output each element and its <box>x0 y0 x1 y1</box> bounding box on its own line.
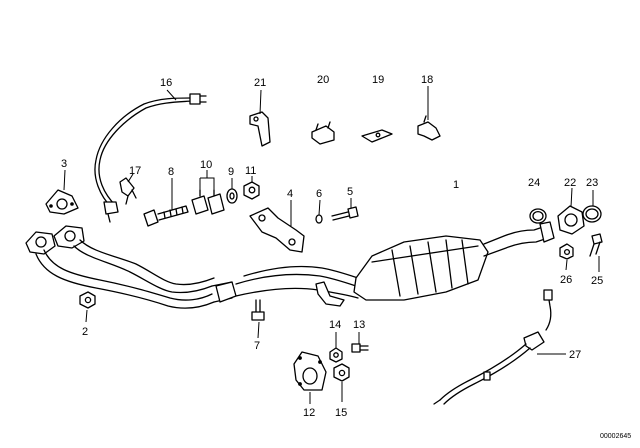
label-21: 21 <box>254 77 266 89</box>
part-3-gasket <box>45 189 79 215</box>
label-27: 27 <box>569 349 581 361</box>
label-11: 11 <box>245 165 256 177</box>
part-2-nut <box>79 291 96 309</box>
part-15-nut <box>333 363 350 382</box>
part-26-nut <box>559 243 574 260</box>
converter-rib-4 <box>445 239 453 289</box>
label-23: 23 <box>586 177 598 189</box>
part-5-bolt <box>331 206 359 221</box>
mid-pipe-upper-b <box>243 265 359 279</box>
rear-pipe-end <box>539 221 555 243</box>
label-9: 9 <box>228 166 234 178</box>
part-13-bolt <box>351 343 369 353</box>
label-17: 17 <box>129 165 141 177</box>
part-16-oxygen-sensor <box>94 93 207 223</box>
converter-rib-1 <box>391 249 401 297</box>
part-25-bolt <box>589 233 603 257</box>
mid-pipe-lower <box>235 287 359 299</box>
converter-rib-5 <box>461 239 469 285</box>
part-19-plate <box>361 129 393 143</box>
drawing-code: 00002645 <box>600 433 631 440</box>
label-1: 1 <box>453 179 459 191</box>
label-15: 15 <box>335 407 347 419</box>
leader-10 <box>199 170 215 190</box>
label-6: 6 <box>316 188 322 200</box>
part-22-gasket <box>557 205 585 235</box>
front-pipe-upper-b <box>35 253 215 309</box>
mid-pipe-hanger <box>315 281 345 307</box>
leader-3 <box>63 169 66 191</box>
callout-labels: 1 2 3 4 5 6 7 8 9 10 11 12 13 14 15 16 1… <box>61 74 631 440</box>
leader-7 <box>257 321 260 339</box>
label-10: 10 <box>200 159 212 171</box>
converter-rib-3 <box>427 241 437 293</box>
part-6-washer <box>315 214 323 224</box>
part-23-clamp-ring <box>582 205 602 223</box>
leader-lines <box>63 86 600 404</box>
label-3: 3 <box>61 158 67 170</box>
rear-pipe-upper <box>483 225 547 245</box>
part-18-hanger <box>417 115 441 141</box>
flange-hole-right <box>64 230 76 242</box>
exhaust-pipe-assembly <box>25 221 555 309</box>
collector-clamp <box>215 281 237 303</box>
part-14-nut <box>329 347 343 363</box>
leader-21 <box>259 89 262 115</box>
label-24: 24 <box>528 177 540 189</box>
part-17-clip <box>119 177 137 205</box>
leader-6 <box>318 199 321 216</box>
leader-16 <box>166 89 177 101</box>
label-4: 4 <box>287 188 293 200</box>
mid-pipe-upper <box>235 273 357 287</box>
leader-26 <box>565 259 568 271</box>
label-22: 22 <box>564 177 576 189</box>
part-8-bolt <box>143 205 189 227</box>
front-pipe-lower <box>73 245 213 294</box>
label-25: 25 <box>591 275 603 287</box>
part-9-washer <box>226 188 238 204</box>
label-14: 14 <box>329 319 341 331</box>
label-18: 18 <box>421 74 433 86</box>
leader-17 <box>127 173 134 183</box>
label-5: 5 <box>347 186 353 198</box>
catalytic-converter <box>353 235 489 301</box>
flange-hole-left <box>35 236 47 248</box>
label-2: 2 <box>82 326 88 338</box>
part-11-nut <box>243 181 260 200</box>
part-20-rubber-mount <box>311 121 335 145</box>
part-12-mount-bracket <box>293 351 327 391</box>
label-13: 13 <box>353 319 365 331</box>
leader-2 <box>85 309 88 323</box>
rear-pipe-lower <box>483 237 549 257</box>
converter-shield-edge <box>371 245 479 263</box>
part-7-bolt <box>251 299 265 321</box>
part-10-spring-bushing <box>191 189 225 215</box>
label-8: 8 <box>168 166 174 178</box>
part-27-sensor-cable <box>433 289 553 405</box>
label-16: 16 <box>160 77 172 89</box>
label-26: 26 <box>560 274 572 286</box>
leader-22 <box>570 187 573 208</box>
label-20: 20 <box>317 74 329 86</box>
front-pipe-lower-b <box>79 239 215 286</box>
label-19: 19 <box>372 74 384 86</box>
part-24-seal-ring <box>529 208 547 224</box>
front-pipe-upper <box>43 249 213 301</box>
label-12: 12 <box>303 407 315 419</box>
label-7: 7 <box>254 340 260 352</box>
part-4-bracket <box>249 207 305 253</box>
part-21-bracket <box>249 111 271 147</box>
converter-rib-2 <box>409 245 419 295</box>
